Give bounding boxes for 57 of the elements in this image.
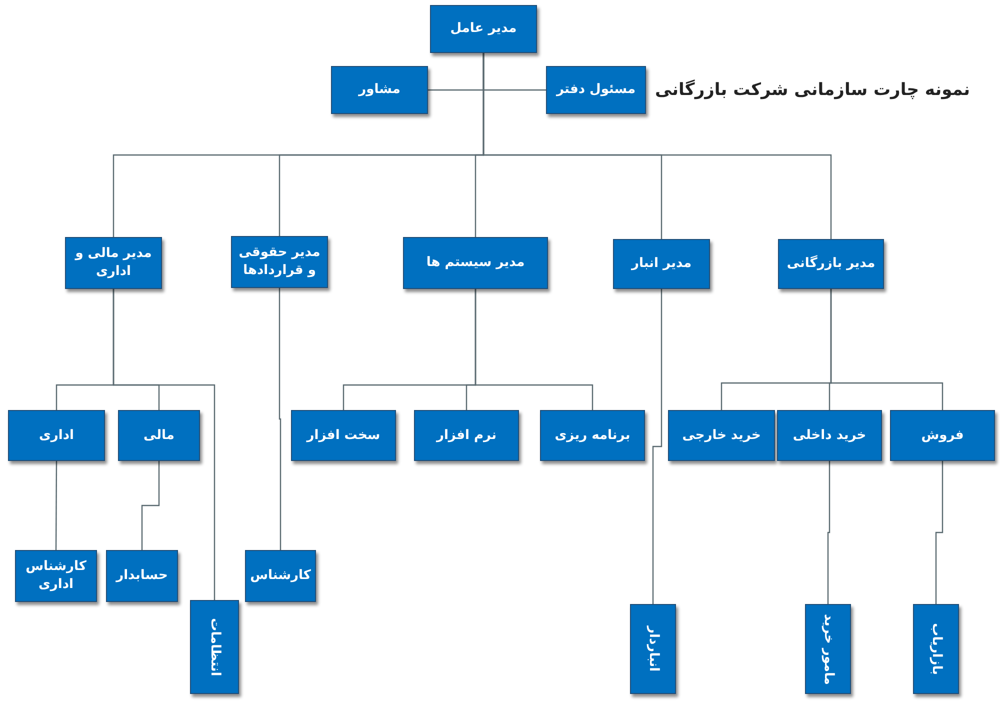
position-title: خرید خارجی [682, 426, 761, 444]
position-title: کارشناس اداری [24, 558, 88, 594]
position-box [245, 550, 316, 602]
position-title: مالی [144, 426, 174, 444]
position-box [913, 604, 959, 694]
connector-line [112, 289, 216, 600]
position-box [668, 410, 775, 461]
connector-line [141, 461, 160, 550]
position-title: مدیر عامل [450, 20, 517, 38]
position-box [414, 410, 519, 461]
connector-line [55, 461, 58, 550]
position-box [890, 410, 995, 461]
position-title: مدیر سیستم ها [426, 254, 525, 272]
position-box [540, 410, 645, 461]
position-title: کارشناس [250, 567, 311, 585]
position-box [613, 239, 710, 289]
position-title: انباردار [644, 626, 662, 672]
connector-line [830, 289, 944, 410]
position-box [231, 236, 328, 288]
position-title: نرم افزار [436, 426, 497, 444]
position-box [190, 600, 239, 694]
position-box [777, 410, 882, 461]
position-title: برنامه ریزی [554, 426, 630, 444]
connector-line [474, 289, 594, 410]
position-title: مدیر انبار [631, 255, 692, 273]
position-title: اداری [39, 426, 74, 444]
connector-line [935, 461, 944, 604]
position-box [805, 604, 851, 694]
position-box [430, 5, 537, 53]
position-title: مدیر بازرگانی [786, 255, 876, 273]
position-box [403, 237, 548, 289]
position-box [65, 237, 162, 289]
position-box [630, 604, 676, 694]
position-box [331, 66, 428, 114]
connector-line [827, 461, 830, 604]
connector-line [482, 53, 832, 239]
position-title: انتظامات [206, 618, 224, 676]
position-title: مسئول دفتر [556, 81, 636, 99]
connector-line [652, 289, 662, 604]
position-title: سخت افزار [306, 426, 380, 444]
position-title: مدیر حقوقی و قراردادها [238, 244, 322, 280]
position-box [778, 239, 884, 289]
position-box [291, 410, 396, 461]
position-title: بازاریاب [928, 622, 945, 675]
position-title: مشاور [358, 81, 400, 99]
position-title: فروش [921, 426, 964, 444]
position-box [546, 66, 646, 114]
chart-title: نمونه چارت سازمانی شرکت بازرگانی [654, 80, 972, 100]
connector-line [278, 288, 282, 550]
position-box [118, 410, 200, 461]
position-title: مدیر مالی و اداری [74, 245, 153, 281]
position-box [15, 550, 97, 602]
position-title: مامور خرید [820, 614, 837, 684]
position-title: حسابدار [116, 567, 168, 585]
position-title: خرید داخلی [792, 426, 866, 444]
position-box [8, 410, 105, 461]
position-box [106, 550, 178, 602]
